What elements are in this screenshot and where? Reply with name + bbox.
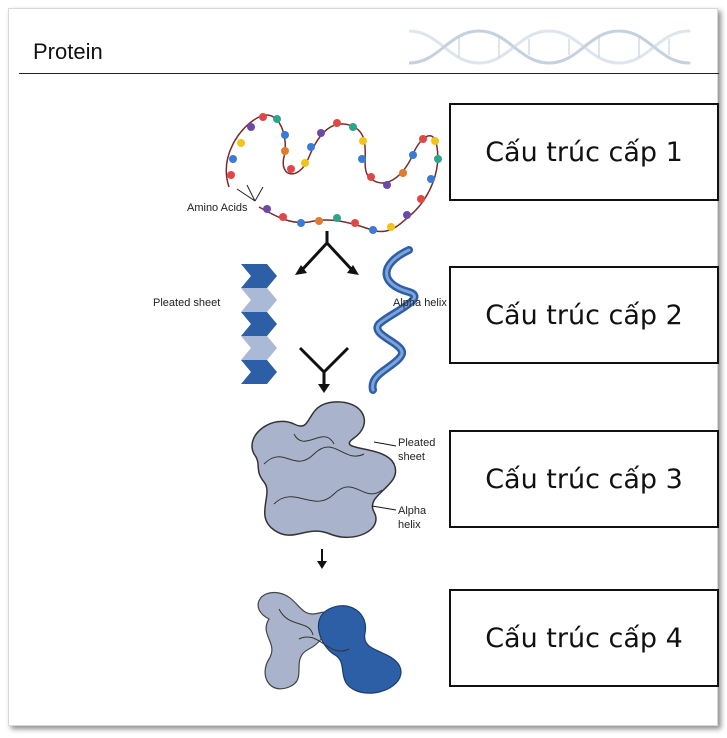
level-1-box: Cấu trúc cấp 1 <box>449 103 719 201</box>
primary-structure-figure: Amino Acids <box>187 113 442 234</box>
alpha-helix-label: Alpha helix <box>393 297 447 309</box>
slide-title: Protein <box>33 39 103 64</box>
level-1-label: Cấu trúc cấp 1 <box>485 136 683 168</box>
alpha-helix-figure: Alpha helix <box>368 246 447 394</box>
merge-arrow <box>298 346 350 393</box>
split-arrows <box>295 231 359 275</box>
pleated-sheet-label: Pleated sheet <box>153 297 220 309</box>
quaternary-structure-figure <box>257 591 402 694</box>
dna-helix-decoration <box>409 29 691 65</box>
level-3-label: Cấu trúc cấp 3 <box>485 463 683 495</box>
level-4-label: Cấu trúc cấp 4 <box>485 622 683 654</box>
tertiary-pleated-label-2: sheet <box>398 451 425 463</box>
down-arrow <box>317 549 327 569</box>
tertiary-pleated-label-1: Pleated <box>398 437 435 449</box>
tertiary-helix-label-2: helix <box>398 519 421 531</box>
tertiary-structure-figure: Pleated sheet Alpha helix <box>251 401 435 539</box>
slide: Protein Cấu trúc cấp 1 Cấu trúc cấp 2 Cấ… <box>8 8 719 726</box>
title-divider <box>19 73 719 74</box>
pleated-sheet-figure: Pleated sheet <box>153 264 277 384</box>
level-3-box: Cấu trúc cấp 3 <box>449 430 719 528</box>
level-4-box: Cấu trúc cấp 4 <box>449 589 719 687</box>
level-2-box: Cấu trúc cấp 2 <box>449 266 719 364</box>
level-2-label: Cấu trúc cấp 2 <box>485 299 683 331</box>
tertiary-helix-label-1: Alpha <box>398 505 427 517</box>
amino-acids-label: Amino Acids <box>187 202 248 214</box>
